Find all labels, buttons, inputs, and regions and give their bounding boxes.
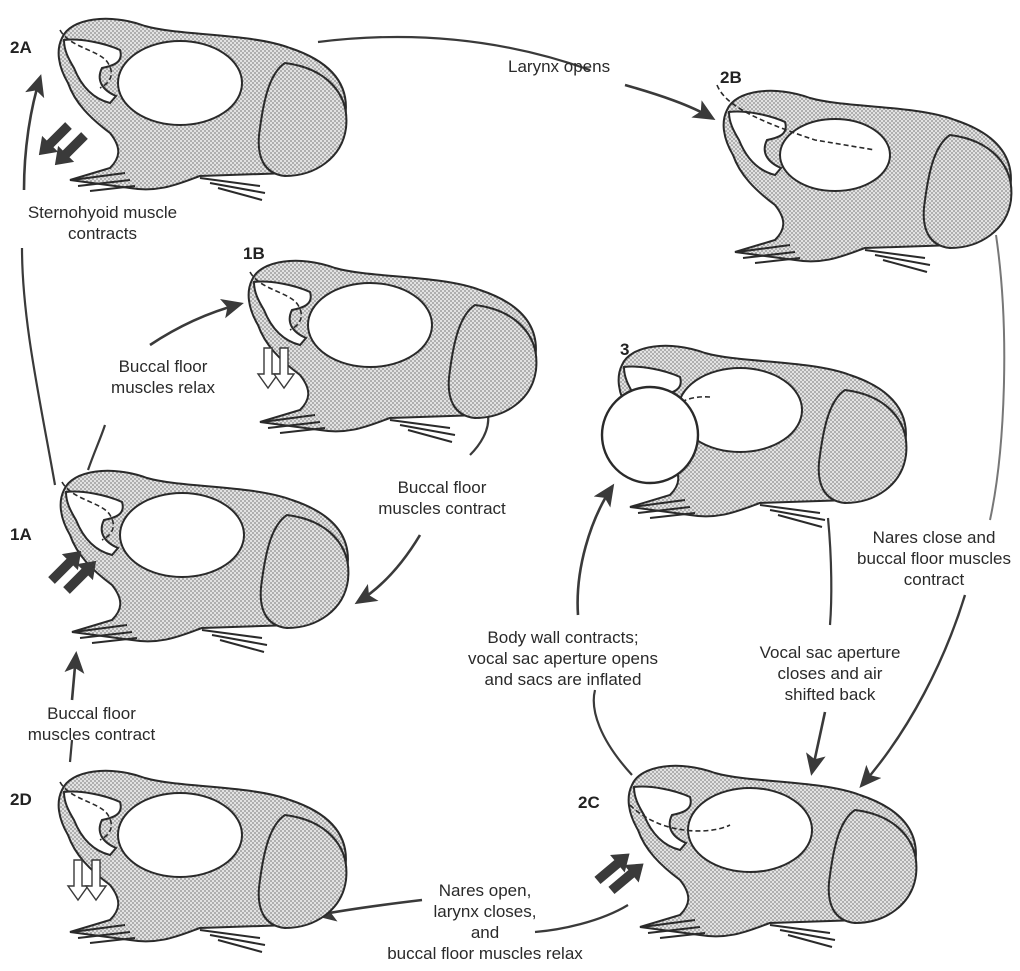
- lung: [308, 283, 432, 367]
- label-line: Vocal sac aperture: [730, 642, 930, 663]
- stage-id-2D: 2D: [10, 790, 32, 810]
- label-sternohyoid: Sternohyoid muscle contracts: [0, 202, 205, 244]
- label-line: Buccal floor: [352, 477, 532, 498]
- frog-2A: [50, 8, 360, 208]
- label-line: Body wall contracts;: [448, 627, 678, 648]
- label-larynx-opens: Larynx opens: [508, 56, 610, 77]
- label-line: Buccal floor: [78, 356, 248, 377]
- label-line: vocal sac aperture opens: [448, 648, 678, 669]
- label-buccal-relax: Buccal floor muscles relax: [78, 356, 248, 398]
- label-buccal-contract-1B: Buccal floor muscles contract: [352, 477, 532, 519]
- arrow-body-wall-to-3: [578, 487, 612, 615]
- label-line: buccal floor muscles relax: [360, 943, 610, 964]
- frog-1B: [240, 250, 550, 450]
- label-line: Sternohyoid muscle: [0, 202, 205, 223]
- label-line: contracts: [0, 223, 205, 244]
- label-line: contract: [848, 569, 1020, 590]
- stage-id-1B: 1B: [243, 244, 265, 264]
- frog-illustration: [610, 335, 920, 530]
- frog-foot: [200, 930, 265, 952]
- label-line: muscles relax: [78, 377, 248, 398]
- frog-2B: [715, 80, 1020, 280]
- arrow-sterno-to-2A: [24, 78, 40, 190]
- label-nares-close: Nares close and buccal floor muscles con…: [848, 527, 1020, 590]
- frog-illustration: [240, 250, 550, 445]
- label-line: closes and air: [730, 663, 930, 684]
- stage-id-2B: 2B: [720, 68, 742, 88]
- frog-illustration: [620, 755, 930, 950]
- label-line: larynx closes,: [360, 901, 610, 922]
- stage-id-3: 3: [620, 340, 629, 360]
- stage-id-1A: 1A: [10, 525, 32, 545]
- lung: [120, 493, 244, 577]
- label-nares-open: Nares open, larynx closes, and buccal fl…: [360, 880, 610, 964]
- frog-2D: [50, 760, 360, 960]
- label-line: Nares open,: [360, 880, 610, 901]
- arrow-relax-to-1B: [150, 304, 240, 345]
- arrow-contract-to-1A: [358, 535, 420, 602]
- frog-illustration: [50, 760, 360, 955]
- label-line: muscles contract: [4, 724, 179, 745]
- label-body-wall: Body wall contracts; vocal sac aperture …: [448, 627, 678, 690]
- frog-foot: [865, 250, 930, 272]
- vocal-sac: [602, 387, 698, 483]
- frog-foot: [202, 630, 267, 652]
- lung: [118, 793, 242, 877]
- label-line: muscles contract: [352, 498, 532, 519]
- frog-foot: [390, 420, 455, 442]
- arrow-to-1A: [72, 655, 76, 700]
- label-line: and: [360, 922, 610, 943]
- frog-2C: [620, 755, 930, 955]
- label-vocal-sac-closes: Vocal sac aperture closes and air shifte…: [730, 642, 930, 705]
- frog-1A: [52, 460, 362, 660]
- lung: [780, 119, 890, 191]
- label-line: and sacs are inflated: [448, 669, 678, 690]
- frog-3: [610, 335, 920, 535]
- stage-id-2A: 2A: [10, 38, 32, 58]
- arrow-1A-to-sterno: [22, 248, 55, 485]
- label-line: shifted back: [730, 684, 930, 705]
- muscle-relax-arrow: [68, 860, 88, 900]
- label-buccal-contract-1A: Buccal floor muscles contract: [4, 703, 179, 745]
- label-line: Buccal floor: [4, 703, 179, 724]
- frog-foot: [200, 178, 265, 200]
- frog-illustration: [715, 80, 1020, 275]
- frog-illustration: [50, 8, 360, 203]
- stage-id-2C: 2C: [578, 793, 600, 813]
- label-line: Nares close and: [848, 527, 1020, 548]
- frog-foot: [760, 505, 825, 527]
- label-line: buccal floor muscles: [848, 548, 1020, 569]
- lung: [118, 41, 242, 125]
- arrow-larynx-to-2B: [625, 85, 712, 118]
- frog-foot: [770, 925, 835, 947]
- frog-illustration: [52, 460, 362, 655]
